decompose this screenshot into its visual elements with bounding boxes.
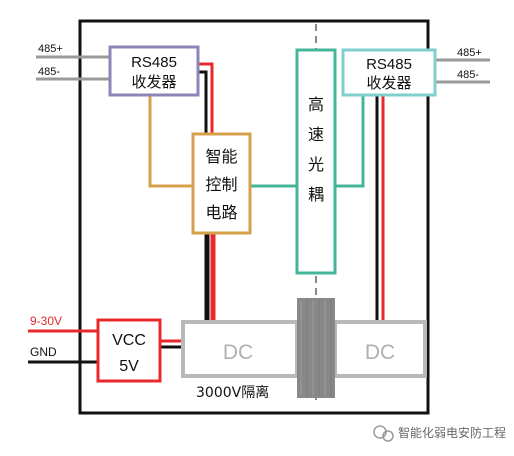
dc-left-box: DC <box>181 320 299 378</box>
right-transceiver-line1: RS485 <box>366 56 412 73</box>
ground-label: GND <box>30 345 57 359</box>
optocoupler: 高 速 光 耦 <box>295 48 337 275</box>
dc-right-label: DC <box>365 341 395 364</box>
left-red-wire <box>198 62 214 322</box>
isolation-caption: 3000V隔离 <box>196 384 269 401</box>
watermark: 智能化弱电安防工程 <box>373 425 506 442</box>
vcc-label: VCC <box>112 332 146 349</box>
vcc-voltage-label: 5V <box>119 358 139 375</box>
dc-right-box: DC <box>333 320 427 378</box>
control-char-1: 智能 <box>205 147 237 166</box>
transceiver-control-link <box>148 95 193 188</box>
opto-char-4: 耦 <box>308 185 324 204</box>
left-bus-plus-label: 485+ <box>38 43 63 55</box>
right-transceiver: RS485 收发器 <box>341 48 437 97</box>
left-transceiver-line2: 收发器 <box>131 73 176 91</box>
isolation-barrier <box>297 298 335 398</box>
right-bus-minus-label: 485- <box>457 69 479 81</box>
left-black-wire <box>198 70 208 322</box>
vcc-box: VCC 5V <box>96 318 162 383</box>
control-char-3: 电路 <box>205 203 237 222</box>
enclosure-frame <box>78 19 430 415</box>
opto-char-2: 速 <box>308 125 324 144</box>
opto-char-3: 光 <box>308 155 324 174</box>
left-transceiver: RS485 收发器 <box>108 45 200 97</box>
right-transceiver-line2: 收发器 <box>366 74 411 92</box>
left-bus-minus-label: 485- <box>38 66 60 78</box>
dc-left-label: DC <box>223 341 253 364</box>
control-char-2: 控制 <box>205 175 237 194</box>
opto-char-1: 高 <box>308 95 324 114</box>
control-circuit: 智能 控制 电路 <box>191 132 252 235</box>
watermark-text: 智能化弱电安防工程 <box>398 425 506 440</box>
supply-voltage-label: 9-30V <box>30 314 62 328</box>
opto-transceiver-link <box>335 95 365 188</box>
right-bus-plus-label: 485+ <box>457 47 482 59</box>
left-transceiver-line1: RS485 <box>131 54 177 71</box>
